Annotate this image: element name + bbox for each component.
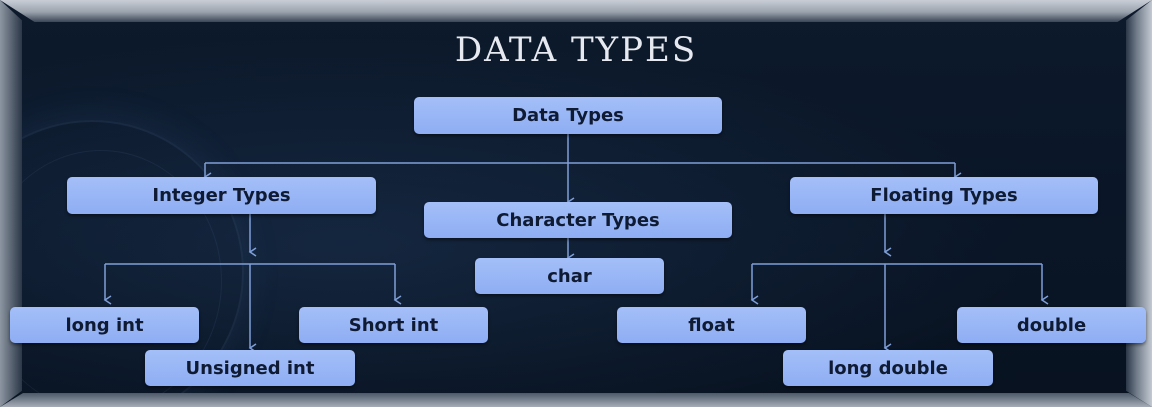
- frame-bottom-bevel: [0, 393, 1152, 407]
- node-data-types: Data Types: [414, 97, 722, 134]
- node-floating-types: Floating Types: [790, 177, 1098, 214]
- node-label: Floating Types: [870, 185, 1018, 206]
- node-char: char: [475, 258, 664, 294]
- node-double: double: [957, 307, 1146, 343]
- node-label: Character Types: [496, 209, 660, 231]
- node-long-double: long double: [783, 350, 993, 386]
- node-label: float: [688, 314, 735, 336]
- node-label: Data Types: [512, 105, 624, 126]
- node-label: char: [547, 265, 592, 287]
- frame-top-bevel: [0, 0, 1152, 22]
- node-unsigned-int: Unsigned int: [145, 350, 355, 386]
- node-label: Unsigned int: [185, 357, 315, 379]
- background-swirl: [0, 150, 222, 407]
- node-label: double: [1016, 314, 1087, 336]
- node-label: Integer Types: [152, 185, 291, 206]
- node-float: float: [617, 307, 806, 343]
- frame-left-bevel: [0, 0, 22, 407]
- node-short-int: Short int: [299, 307, 488, 343]
- node-label: long double: [828, 357, 948, 379]
- node-integer-types: Integer Types: [67, 177, 376, 214]
- node-label: long int: [65, 314, 144, 336]
- slide-title: DATA TYPES: [454, 30, 698, 70]
- node-long-int: long int: [10, 307, 199, 343]
- node-character-types: Character Types: [424, 202, 732, 238]
- node-label: Short int: [348, 314, 439, 336]
